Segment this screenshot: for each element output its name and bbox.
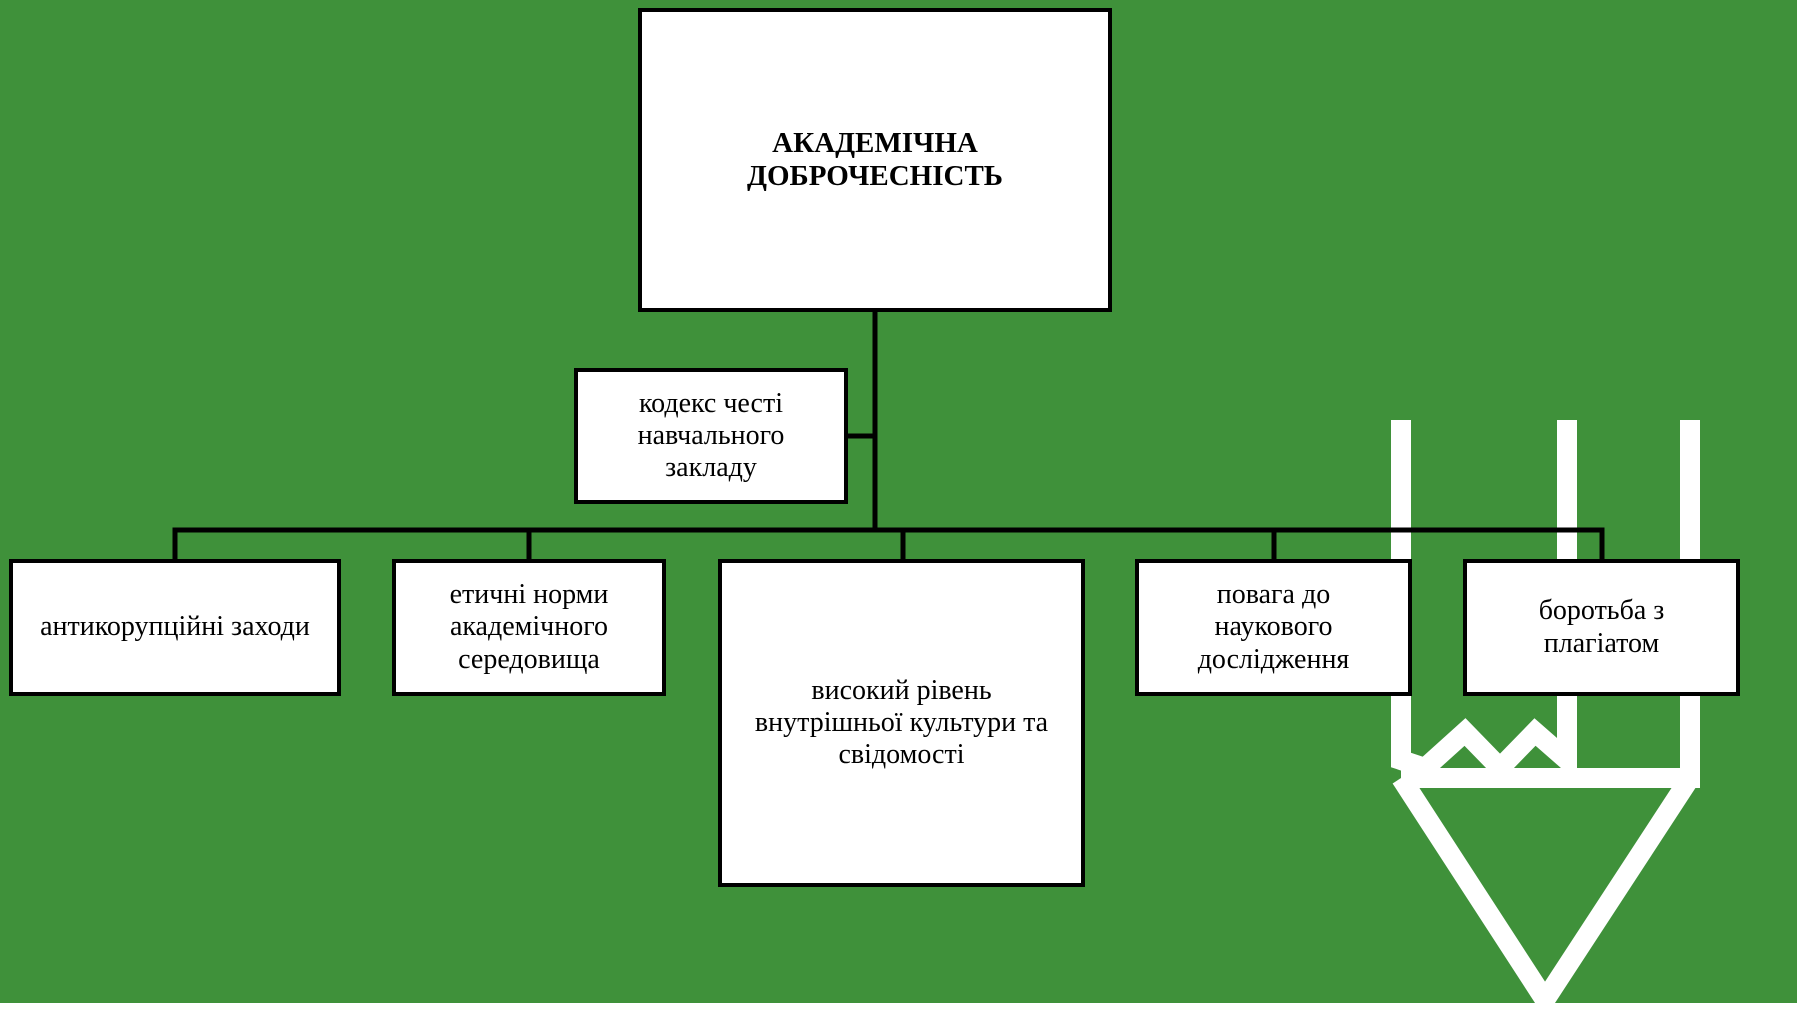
bottom-band [0,1003,1797,1017]
child-node-ethics: етичні норми академічного середовища [392,559,666,696]
root-node: АКАДЕМІЧНА ДОБРОЧЕСНІСТЬ [638,8,1112,312]
child-label: етичні норми академічного середовища [449,579,609,675]
child-label: боротьба з плагіатом [1538,595,1665,659]
child-node-research: повага до наукового дослідження [1135,559,1412,696]
child-label: антикорупційні заходи [40,611,310,643]
root-label: АКАДЕМІЧНА ДОБРОЧЕСНІСТЬ [747,126,1003,192]
child-label: високий рівень внутрішньої культури та с… [754,674,1049,771]
child-node-plagiarism: боротьба з плагіатом [1463,559,1740,696]
child-node-anticorruption: антикорупційні заходи [9,559,341,696]
side-label: кодекс честі навчального закладу [637,387,785,484]
side-node: кодекс честі навчального закладу [574,368,848,504]
child-node-culture: високий рівень внутрішньої культури та с… [718,559,1085,887]
child-label: повага до наукового дослідження [1197,579,1350,675]
